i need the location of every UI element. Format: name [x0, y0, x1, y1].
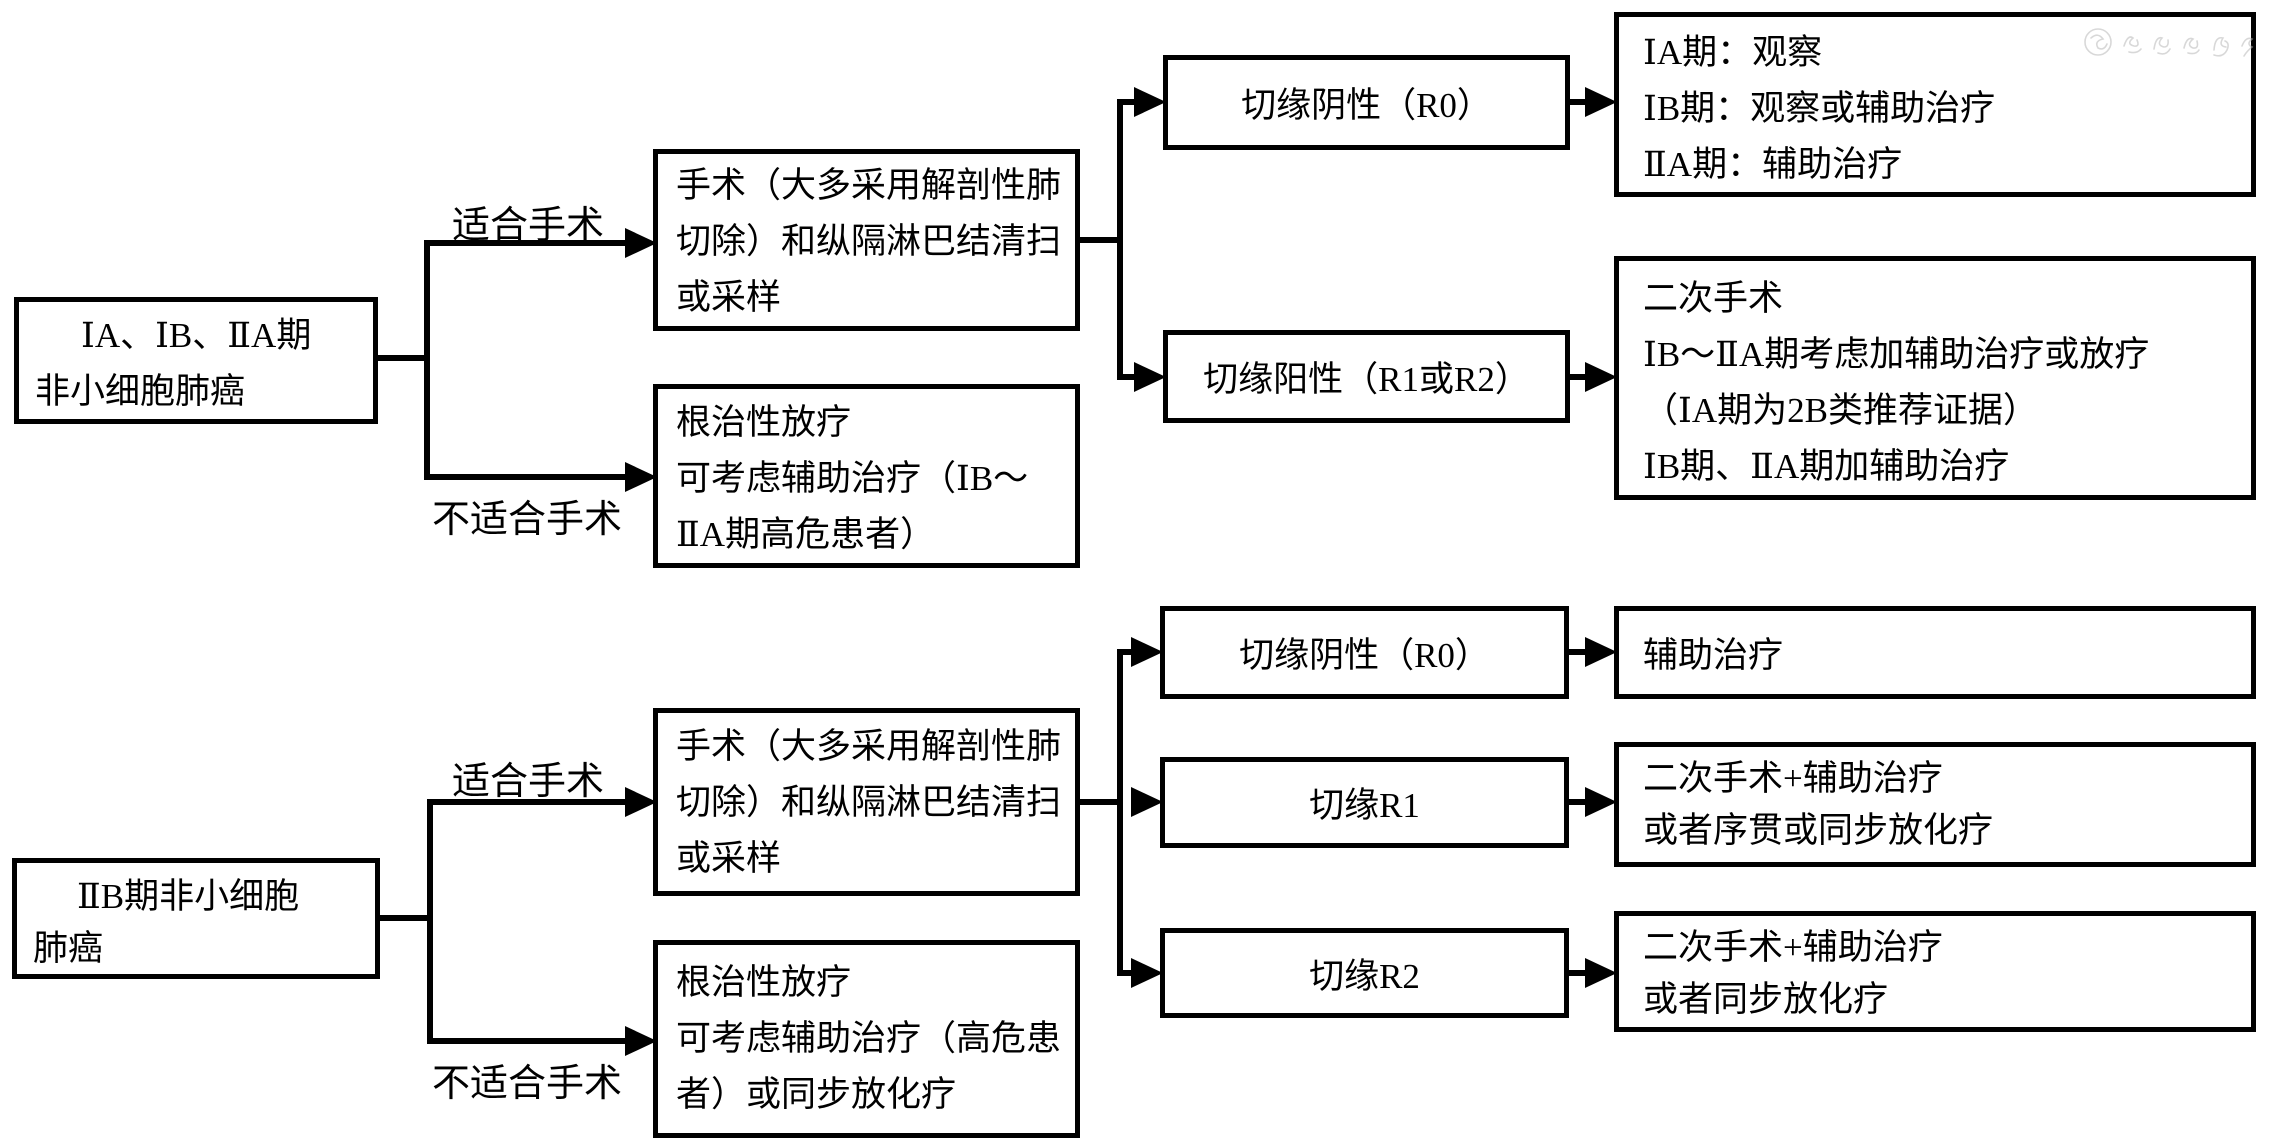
- top-fit-surgery-label: 适合手术: [452, 205, 605, 247]
- bottom-radiotherapy-box: 根治性放疗 可考虑辅助治疗（高危患 者）或同步放化疗: [653, 940, 1080, 1138]
- top-stage-box: ⅠA、ⅠB、ⅡA期 非小细胞肺癌: [14, 297, 378, 424]
- bottom-surgery-box: 手术（大多采用解剖性肺 切除）和纵隔淋巴结清扫 或采样: [653, 708, 1080, 896]
- bottom-r1-outcome-box: 二次手术+辅助治疗 或者序贯或同步放化疗: [1614, 742, 2256, 867]
- arrowheads: [625, 87, 1617, 1056]
- bottom-r0-outcome-box: 辅助治疗: [1614, 606, 2256, 699]
- top-unfit-surgery-label: 不适合手术: [432, 499, 623, 541]
- bottom-margin-r2-box: 切缘R2: [1160, 928, 1569, 1018]
- watermark-logo: [2084, 28, 2254, 57]
- bottom-stage-box: ⅡB期非小细胞 肺癌: [12, 858, 380, 979]
- top-margin-positive-box: 切缘阳性（R1或R2）: [1163, 330, 1570, 423]
- bottom-margin-r1-box: 切缘R1: [1160, 757, 1569, 848]
- bottom-margin-negative-box: 切缘阴性（R0）: [1160, 606, 1569, 699]
- top-r0-outcome-box: ⅠA期：观察 ⅠB期：观察或辅助治疗 ⅡA期：辅助治疗: [1614, 12, 2256, 197]
- bottom-fit-surgery-label: 适合手术: [452, 761, 605, 803]
- bottom-unfit-surgery-label: 不适合手术: [432, 1063, 623, 1105]
- top-r1r2-outcome-box: 二次手术 ⅠB～ⅡA期考虑加辅助治疗或放疗 （ⅠA期为2B类推荐证据） ⅠB期、…: [1614, 256, 2256, 500]
- top-radiotherapy-box: 根治性放疗 可考虑辅助治疗（ⅠB～ ⅡA期高危患者）: [653, 384, 1080, 568]
- top-margin-negative-box: 切缘阴性（R0）: [1163, 55, 1570, 150]
- bottom-r2-outcome-box: 二次手术+辅助治疗 或者同步放化疗: [1614, 911, 2256, 1032]
- top-surgery-box: 手术（大多采用解剖性肺 切除）和纵隔淋巴结清扫 或采样: [653, 149, 1080, 331]
